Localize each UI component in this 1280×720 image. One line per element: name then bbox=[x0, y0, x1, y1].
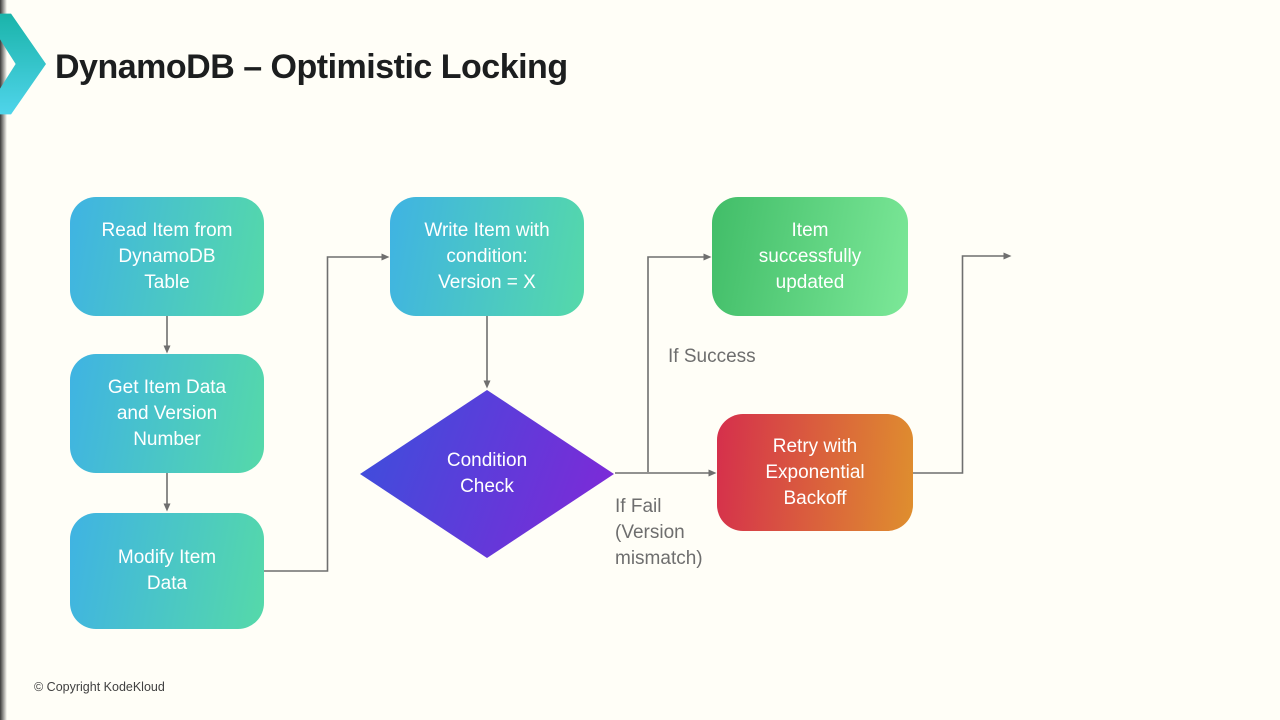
node-modify-item-label: Modify Item Data bbox=[117, 547, 217, 594]
node-write-item: Write Item with condition: Version = X bbox=[390, 197, 584, 316]
node-write-item-label: Write Item with condition: Version = X bbox=[424, 219, 550, 293]
node-retry-backoff-label: Retry with Exponential Backoff bbox=[765, 435, 865, 509]
node-item-updated: Item successfully updated bbox=[712, 197, 908, 316]
node-retry-backoff: Retry with Exponential Backoff bbox=[717, 414, 913, 531]
node-read-item: Read Item from DynamoDB Table bbox=[70, 197, 264, 316]
node-modify-item: Modify Item Data bbox=[70, 513, 264, 629]
node-get-item: Get Item Data and Version Number bbox=[70, 354, 264, 473]
node-condition-check: Condition Check bbox=[360, 390, 614, 558]
node-condition-check-label: Condition Check bbox=[446, 450, 528, 497]
copyright-text: © Copyright KodeKloud bbox=[34, 680, 165, 694]
label-if-fail: If Fail (Version mismatch) bbox=[615, 496, 703, 569]
connector-modify-to-write bbox=[264, 253, 390, 572]
label-if-success: If Success bbox=[668, 346, 756, 367]
connector-retry-loop bbox=[913, 252, 1012, 474]
node-item-updated-label: Item successfully updated bbox=[758, 219, 862, 293]
node-read-item-label: Read Item from DynamoDB Table bbox=[101, 219, 233, 293]
node-get-item-label: Get Item Data and Version Number bbox=[107, 376, 227, 450]
slide-title: DynamoDB – Optimistic Locking bbox=[55, 48, 568, 86]
left-edge-shadow bbox=[0, 0, 7, 720]
